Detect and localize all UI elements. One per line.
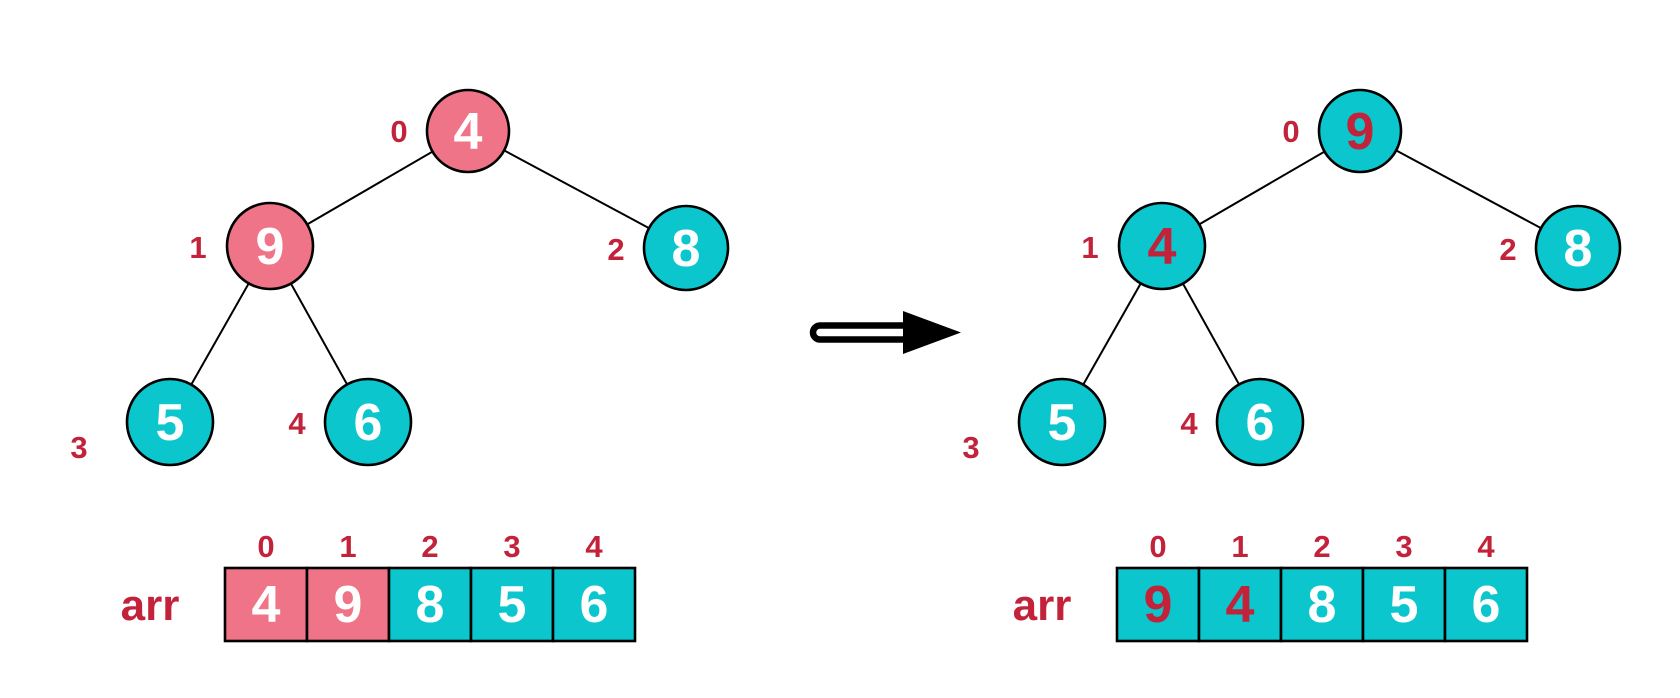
before-array-value-2: 8: [416, 576, 445, 634]
before-array-value-4: 6: [580, 576, 609, 634]
before-array-index-2: 2: [421, 529, 438, 564]
after-array-index-4: 4: [1477, 529, 1495, 564]
after-array-label: arr: [1013, 581, 1072, 630]
before-array-cell-4: [551, 566, 637, 643]
before-array-value-1: 9: [334, 576, 363, 634]
before-node-4-value: 6: [354, 394, 383, 452]
before-array-cell-3: [469, 566, 555, 643]
after-array-value-3: 5: [1390, 576, 1419, 634]
before-tree: 0 1 2 3 4 4 9 8 5 6: [70, 88, 730, 467]
before-node-0-value: 4: [454, 103, 483, 161]
before-array-index-4: 4: [585, 529, 603, 564]
before-node-2-index: 2: [607, 232, 624, 267]
before-array-value-0: 4: [252, 576, 281, 634]
before-array-label: arr: [121, 581, 180, 630]
before-array: arr 0 1 2 3 4 4 9 8 5 6: [121, 529, 637, 643]
after-array-cell-1: [1197, 566, 1283, 643]
after-node-4-circle: [1215, 377, 1305, 467]
after-array-cell-4: [1443, 566, 1529, 643]
before-node-0-index: 0: [390, 114, 407, 149]
before-tree-node-2: 8: [642, 204, 730, 292]
after-node-4-index: 4: [1180, 406, 1198, 441]
after-array-value-4: 6: [1472, 576, 1501, 634]
before-node-4-index: 4: [288, 406, 306, 441]
after-node-2-circle: [1534, 204, 1622, 292]
after-node-4-value: 6: [1246, 394, 1275, 452]
after-tree-node-3: 5: [1017, 377, 1107, 467]
after-array: arr 0 1 2 3 4 9 4 8 5 6: [1013, 529, 1529, 643]
before-tree-node-0: 4: [425, 88, 511, 174]
before-node-1-value: 9: [256, 218, 285, 276]
before-tree-node-3: 5: [125, 377, 215, 467]
after-array-index-1: 1: [1231, 529, 1248, 564]
after-tree: 0 1 2 3 4 9 4 8 5 6: [962, 88, 1622, 467]
before-node-2-value: 8: [672, 220, 701, 278]
before-tree-node-4: 6: [323, 377, 413, 467]
after-node-0-index: 0: [1282, 114, 1299, 149]
after-node-3-index: 3: [962, 430, 979, 465]
after-tree-node-1: 4: [1117, 201, 1207, 291]
after-array-cell-2: [1279, 566, 1365, 643]
after-array-cell-3: [1361, 566, 1447, 643]
before-array-index-0: 0: [257, 529, 274, 564]
after-node-1-index: 1: [1081, 230, 1098, 265]
after-array-index-0: 0: [1149, 529, 1166, 564]
before-node-2-circle: [642, 204, 730, 292]
after-node-2-index: 2: [1499, 232, 1516, 267]
arrow-shaft: [809, 322, 914, 343]
after-node-1-value: 4: [1148, 218, 1177, 276]
before-node-4-circle: [323, 377, 413, 467]
after-node-3-value: 5: [1048, 394, 1077, 452]
before-array-cell-1: [305, 566, 391, 643]
after-array-value-1: 4: [1226, 576, 1255, 634]
after-array-value-2: 8: [1308, 576, 1337, 634]
before-array-value-3: 5: [498, 576, 527, 634]
before-node-3-circle: [125, 377, 215, 467]
before-node-1-index: 1: [189, 230, 206, 265]
after-tree-node-0: 9: [1317, 88, 1403, 174]
after-tree-node-2: 8: [1534, 204, 1622, 292]
after-node-0-circle: [1317, 88, 1403, 174]
before-node-3-value: 5: [156, 394, 185, 452]
before-array-cell-2: [387, 566, 473, 643]
before-array-index-3: 3: [503, 529, 520, 564]
after-node-0-value: 9: [1346, 103, 1375, 161]
after-node-3-circle: [1017, 377, 1107, 467]
right-arrow-icon: [809, 311, 961, 354]
before-tree-node-1: 9: [225, 201, 315, 291]
after-tree-node-4: 6: [1215, 377, 1305, 467]
after-node-2-value: 8: [1564, 220, 1593, 278]
after-array-index-2: 2: [1313, 529, 1330, 564]
before-node-1-circle: [225, 201, 315, 291]
arrow-head: [903, 311, 961, 354]
after-array-index-3: 3: [1395, 529, 1412, 564]
before-node-0-circle: [425, 88, 511, 174]
after-array-value-0: 9: [1144, 576, 1173, 634]
before-array-index-1: 1: [339, 529, 356, 564]
after-node-1-circle: [1117, 201, 1207, 291]
before-array-cell-0: [223, 566, 309, 643]
before-node-3-index: 3: [70, 430, 87, 465]
